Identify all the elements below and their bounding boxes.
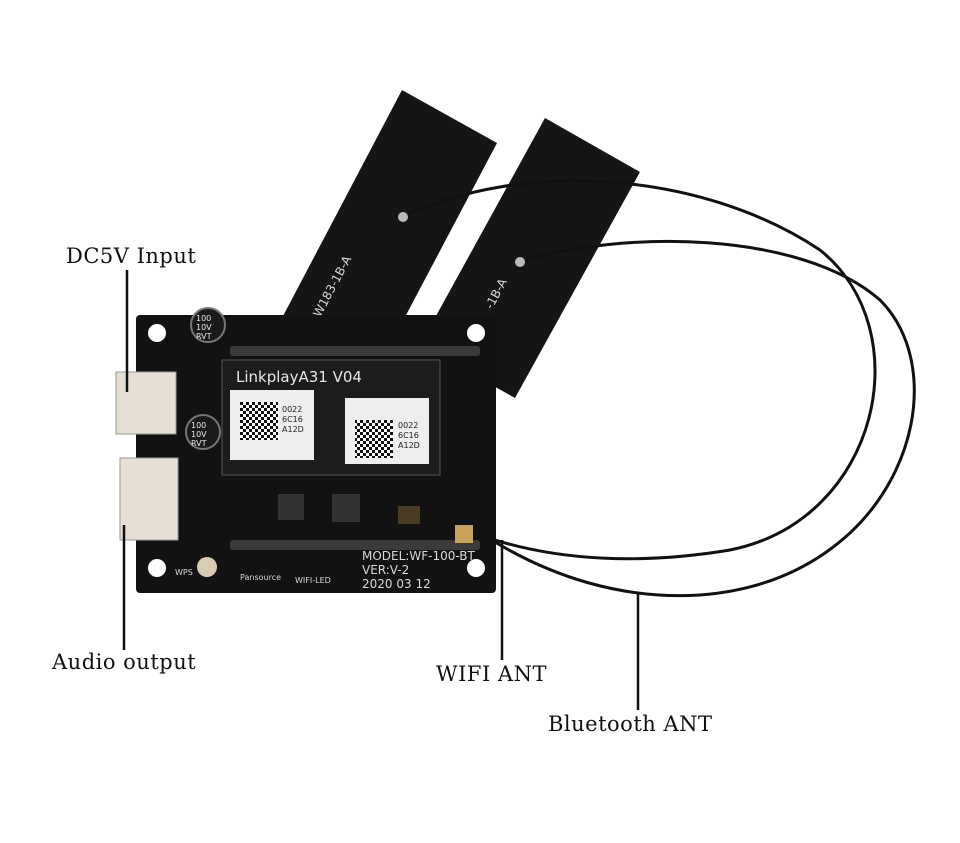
model-label: MODEL:WF-100-BT xyxy=(362,549,475,563)
svg-text:WPS: WPS xyxy=(175,568,193,577)
capacitor-top: 100 10V RVT xyxy=(190,307,226,343)
bluetooth-ant-callout: Bluetooth ANT xyxy=(548,712,713,736)
date-label: 2020 03 12 xyxy=(362,577,431,591)
dc-input-callout: DC5V Input xyxy=(66,244,197,268)
dc-input-connector xyxy=(115,371,177,435)
svg-text:100: 100 xyxy=(196,314,211,323)
svg-text:A12D: A12D xyxy=(398,441,420,450)
svg-text:0022: 0022 xyxy=(282,405,302,414)
wps-button xyxy=(197,557,217,577)
svg-text:10V: 10V xyxy=(191,430,207,439)
audio-output-connector xyxy=(119,457,179,541)
antenna-cables xyxy=(402,179,916,598)
brand-label: LinkplayA31 V04 xyxy=(236,368,362,386)
svg-text:WIFI-LED: WIFI-LED xyxy=(295,576,331,585)
callout-lines xyxy=(122,270,640,710)
wifi-antenna-patch: W183-1B-A xyxy=(282,90,497,370)
svg-text:10V: 10V xyxy=(196,323,212,332)
wifi-ant-callout: WIFI ANT xyxy=(436,662,547,686)
svg-text:Pansource: Pansource xyxy=(240,573,281,582)
svg-text:100: 100 xyxy=(191,421,206,430)
version-label: VER:V-2 xyxy=(362,563,409,577)
svg-text:RVT: RVT xyxy=(196,332,212,341)
svg-text:A12D: A12D xyxy=(282,425,304,434)
svg-text:0022: 0022 xyxy=(398,421,418,430)
svg-text:RVT: RVT xyxy=(191,439,207,448)
audio-output-callout: Audio output xyxy=(52,650,197,674)
pcb-board: 100 10V RVT 100 10V RVT LinkplayA31 V04 … xyxy=(115,307,496,593)
capacitor-bottom: 100 10V RVT xyxy=(185,414,221,450)
svg-text:6C16: 6C16 xyxy=(398,431,419,440)
svg-text:6C16: 6C16 xyxy=(282,415,303,424)
